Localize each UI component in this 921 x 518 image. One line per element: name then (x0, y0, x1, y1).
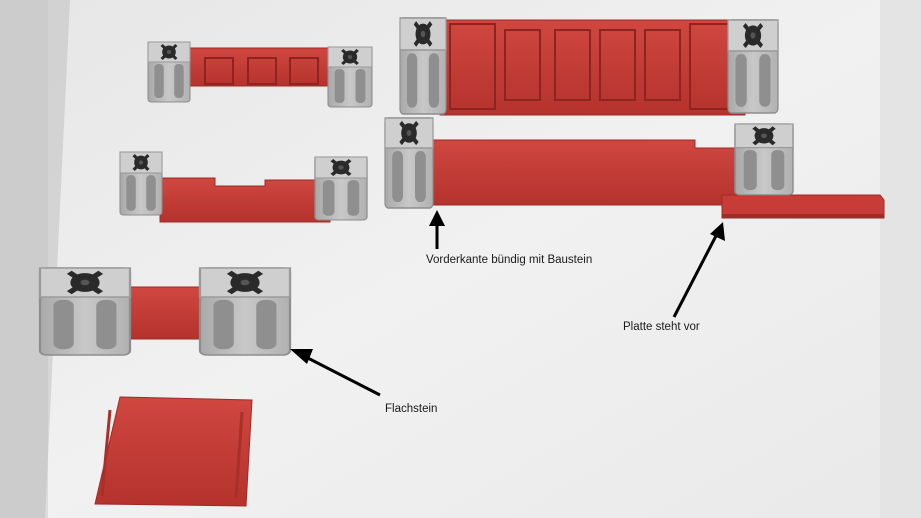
long-wall (385, 118, 885, 219)
loose-plate (94, 396, 253, 507)
flat-block-wall (40, 268, 290, 355)
arrow-up-right-icon (672, 222, 725, 318)
arrow-up-left-icon (290, 349, 381, 397)
small-window-wall (146, 40, 374, 109)
flat-block-label: Flachstein (385, 403, 438, 415)
front-edge-label: Vorderkante bündig mit Baustein (426, 254, 593, 266)
low-wall (118, 150, 369, 223)
large-window-wall (400, 18, 778, 115)
arrow-up-icon (429, 210, 445, 249)
plate-protrudes-label: Platte steht vor (623, 321, 700, 333)
